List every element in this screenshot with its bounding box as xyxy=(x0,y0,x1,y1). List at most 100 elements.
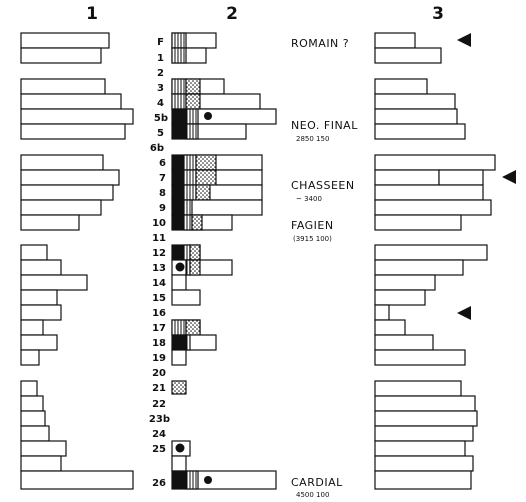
phase-date-fagien: (3915 100) xyxy=(293,235,332,243)
column-1-bars xyxy=(20,32,134,490)
hatched-segment xyxy=(183,244,191,261)
layer-label: 26 xyxy=(152,478,166,489)
black-segment xyxy=(172,200,184,215)
bar xyxy=(374,440,466,457)
bar xyxy=(374,455,474,472)
bar xyxy=(374,470,472,490)
layer-label: 6 xyxy=(159,158,166,169)
dotted-segment xyxy=(185,78,201,95)
layer-label: 21 xyxy=(152,383,166,394)
bar xyxy=(374,78,428,95)
dotted-segment xyxy=(195,184,211,201)
bar xyxy=(20,334,58,351)
bar xyxy=(20,199,102,216)
hatched-segment xyxy=(183,199,193,216)
layer-label: 15 xyxy=(152,293,166,304)
bar xyxy=(20,184,114,201)
hatched-segment xyxy=(185,259,191,276)
layer-label: 4 xyxy=(157,98,164,109)
layer-label: 14 xyxy=(152,278,166,289)
bar xyxy=(374,108,458,125)
black-segment xyxy=(172,155,184,170)
black-segment xyxy=(172,185,184,200)
circle-marker xyxy=(175,443,185,453)
bar xyxy=(171,274,187,291)
bar xyxy=(20,410,46,427)
bar xyxy=(374,169,440,186)
phase-label-fagien: FAGIEN xyxy=(291,219,334,232)
dotted-segment xyxy=(189,259,201,276)
hatched-segment xyxy=(185,334,191,351)
bar xyxy=(20,154,104,171)
layer-label: 24 xyxy=(152,429,166,440)
dotted-segment xyxy=(189,244,201,261)
bar xyxy=(374,395,476,412)
bar xyxy=(20,259,62,276)
layer-label: 10 xyxy=(152,218,166,229)
dotted-segment xyxy=(171,380,187,395)
bar xyxy=(20,470,134,490)
column-2-bars xyxy=(171,32,277,490)
dotted-segment xyxy=(185,93,201,110)
bar xyxy=(20,78,106,95)
phase-date-neo-final: 2850 150 xyxy=(296,135,329,143)
layer-label: 3 xyxy=(157,83,164,94)
layer-label: 6b xyxy=(150,143,164,154)
layer-label: 8 xyxy=(159,188,166,199)
bar xyxy=(374,425,474,442)
layer-label: 13 xyxy=(152,263,166,274)
bar xyxy=(374,154,496,171)
bar xyxy=(374,184,484,201)
bar xyxy=(20,304,62,321)
layer-label: 23b xyxy=(149,414,170,425)
hatched-segment xyxy=(171,78,187,95)
column-3-bars xyxy=(374,32,496,490)
bar xyxy=(20,47,102,64)
bar xyxy=(374,214,462,231)
hatched-segment xyxy=(183,154,197,171)
hatched-segment xyxy=(171,47,187,64)
hatched-segment xyxy=(171,93,187,110)
bar xyxy=(171,289,201,306)
phase-label-romain: ROMAIN ? xyxy=(291,37,349,50)
layer-label: 17 xyxy=(152,323,166,334)
layer-label: 12 xyxy=(152,248,166,259)
bar xyxy=(374,380,462,397)
phase-labels: ROMAIN ? NEO. FINAL 2850 150 CHASSEEN ~ … xyxy=(291,37,358,499)
bar xyxy=(20,319,44,336)
bar xyxy=(20,93,122,110)
phase-label-neo-final: NEO. FINAL xyxy=(291,119,358,132)
circle-marker xyxy=(175,262,185,272)
bar xyxy=(20,289,58,306)
bar xyxy=(374,304,390,321)
circle-marker xyxy=(204,112,212,120)
black-segment xyxy=(172,170,184,185)
bar xyxy=(20,274,88,291)
bar xyxy=(374,289,426,306)
layer-label: 9 xyxy=(159,203,166,214)
layer-labels: F 1 2 3 4 5b 5 6b 6 7 8 9 10 11 12 13 14… xyxy=(149,37,170,489)
hatched-segment xyxy=(171,32,187,49)
bar xyxy=(20,32,110,49)
layer-label: 2 xyxy=(157,68,164,79)
dotted-segment xyxy=(195,154,217,171)
black-segment xyxy=(172,471,186,489)
column-header-2: 2 xyxy=(226,4,238,24)
layer-label: 18 xyxy=(152,338,166,349)
bar xyxy=(20,455,62,472)
bar xyxy=(20,380,38,397)
bar xyxy=(374,274,436,291)
layer-label: 22 xyxy=(152,399,166,410)
phase-label-cardial: CARDIAL xyxy=(291,476,343,489)
layer-label: 16 xyxy=(152,308,166,319)
bar xyxy=(20,108,134,125)
phase-label-chasseen: CHASSEEN xyxy=(291,179,355,192)
dotted-segment xyxy=(191,214,203,231)
bar xyxy=(374,349,466,366)
layer-label: 5 xyxy=(157,128,164,139)
black-segment xyxy=(172,335,186,350)
black-segment xyxy=(172,109,186,124)
arrow-marker xyxy=(457,306,471,320)
bar xyxy=(20,244,48,261)
